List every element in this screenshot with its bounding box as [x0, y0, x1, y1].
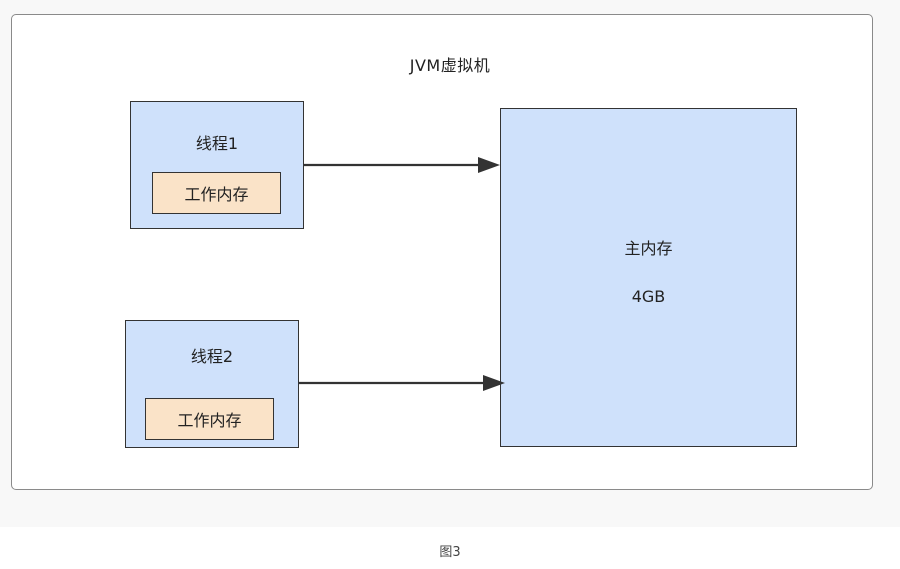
jvm-title: JVM虚拟机: [409, 56, 491, 75]
thread2-title: 线程2: [190, 347, 234, 366]
main-memory-size: 4GB: [631, 287, 666, 306]
thread1-working-memory: 工作内存: [152, 172, 281, 214]
arrow-thread1-to-main: [304, 157, 500, 173]
figure-caption: 图3: [439, 545, 461, 560]
main-memory-box: [500, 108, 797, 447]
main-memory-title: 主内存: [624, 239, 673, 258]
arrow-thread2-to-main: [299, 375, 505, 391]
thread2-working-memory: 工作内存: [145, 398, 274, 440]
thread1-title: 线程1: [195, 134, 239, 153]
